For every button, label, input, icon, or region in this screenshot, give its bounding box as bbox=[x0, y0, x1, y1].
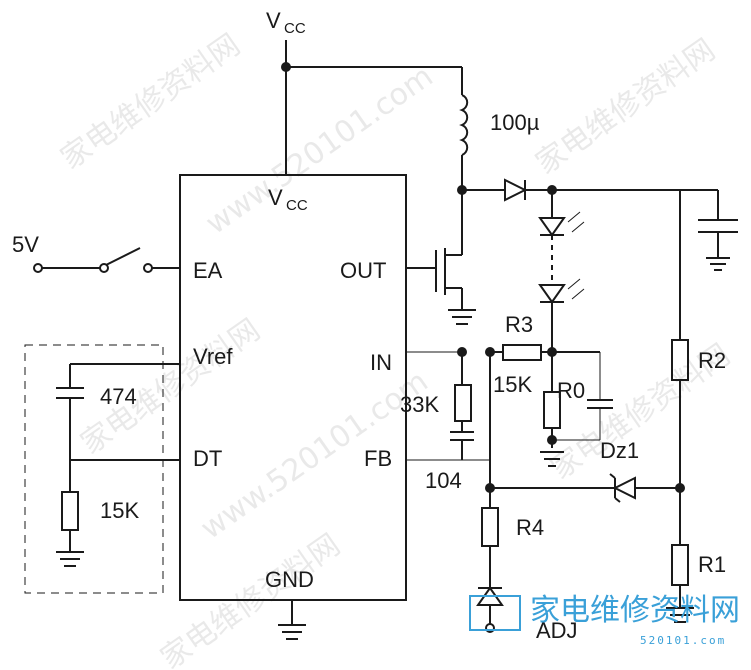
pin-dt-label: DT bbox=[193, 446, 222, 471]
logo-mark-icon bbox=[469, 595, 521, 631]
adj-label: ADJ bbox=[536, 618, 578, 643]
r4-adj-branch bbox=[476, 507, 504, 633]
inductor-label: 100µ bbox=[490, 110, 540, 135]
vcc-ic-label: V bbox=[268, 185, 283, 210]
vcc-top-label: V bbox=[266, 8, 281, 33]
vref-timing-network bbox=[56, 363, 180, 567]
watermark: 家电维修资料网 www.520101.com 家电维修资料网 家电维修资料网 w… bbox=[55, 27, 737, 670]
watermark-text-1: 家电维修资料网 bbox=[55, 27, 247, 176]
cap-104-label: 104 bbox=[425, 468, 462, 493]
res-33k-label: 33K bbox=[400, 392, 439, 417]
watermark-text-5: 家电维修资料网 bbox=[155, 527, 347, 670]
logo-url: 520101.com bbox=[640, 634, 726, 647]
watermark-text-2: 家电维修资料网 bbox=[530, 32, 722, 181]
vcc-rail bbox=[281, 40, 462, 175]
vcc-junction bbox=[281, 62, 291, 72]
ic-ground bbox=[278, 600, 306, 640]
supply-5v-label: 5V bbox=[12, 232, 39, 257]
r2-label: R2 bbox=[698, 348, 726, 373]
vcc-ic-sub: CC bbox=[286, 197, 308, 214]
pin-gnd-label: GND bbox=[265, 567, 314, 592]
watermark-url-1: www.520101.com bbox=[200, 59, 440, 242]
mosfet-switch bbox=[406, 190, 476, 325]
pin-out-label: OUT bbox=[340, 258, 386, 283]
pin-ea-label: EA bbox=[193, 258, 223, 283]
r3-label: R3 bbox=[505, 312, 533, 337]
enable-switch bbox=[33, 247, 180, 273]
vcc-top-sub: CC bbox=[284, 20, 306, 37]
led-string bbox=[538, 190, 585, 357]
logo-text: 家电维修资料网 bbox=[530, 593, 740, 628]
site-logo: 家电维修资料网 520101.com bbox=[469, 593, 740, 647]
watermark-url-2: www.520101.com bbox=[195, 364, 435, 547]
r0-label: R0 bbox=[557, 378, 585, 403]
zener-dz1 bbox=[490, 473, 685, 503]
inductor-symbol bbox=[457, 67, 469, 195]
res-15k-left-label: 15K bbox=[100, 498, 139, 523]
output-capacitor bbox=[680, 189, 738, 271]
dz1-label: Dz1 bbox=[600, 438, 639, 463]
feedback-divider bbox=[666, 190, 694, 623]
r1-label: R1 bbox=[698, 552, 726, 577]
r4-label: R4 bbox=[516, 515, 544, 540]
timing-network-box bbox=[24, 344, 164, 594]
in-pin-network bbox=[406, 344, 613, 508]
pin-fb-label: FB bbox=[364, 446, 392, 471]
pin-in-label: IN bbox=[370, 350, 392, 375]
r3-value-label: 15K bbox=[493, 372, 532, 397]
cap-474-label: 474 bbox=[100, 384, 137, 409]
rectifier-diode bbox=[462, 178, 680, 202]
pin-vref-label: Vref bbox=[193, 344, 233, 369]
